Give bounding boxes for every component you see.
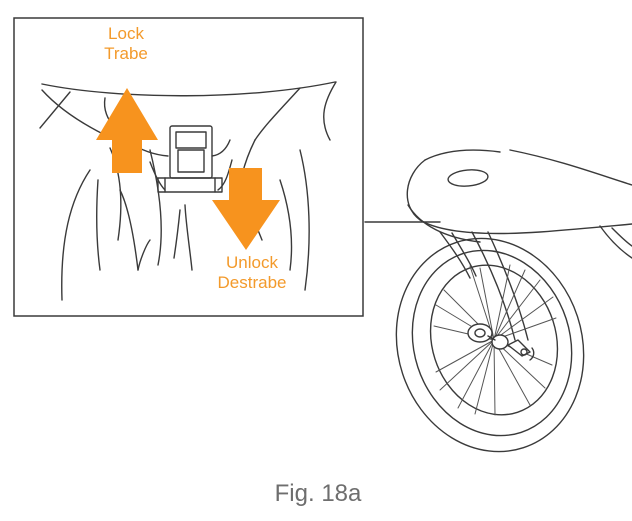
stroller-front-wheel-illustration	[364, 149, 632, 453]
inset-detail-box: Lock Trabe Unlock Destrabe	[13, 17, 364, 317]
arrow-down-icon	[212, 168, 280, 250]
inset-frame	[13, 17, 364, 317]
latch-mechanism	[124, 125, 233, 193]
lock-label: Lock	[108, 24, 144, 43]
unlock-label-secondary: Destrabe	[218, 273, 287, 292]
figure-caption: Fig. 18a	[275, 480, 362, 507]
lock-label-secondary: Trabe	[104, 44, 148, 63]
footrest-oval	[447, 169, 489, 187]
wheel-hub	[467, 323, 535, 361]
wheel-tire-inner	[411, 249, 573, 437]
arrow-up-icon	[96, 88, 158, 173]
unlock-label: Unlock	[226, 253, 278, 272]
wheel-tire-outer	[395, 237, 585, 453]
